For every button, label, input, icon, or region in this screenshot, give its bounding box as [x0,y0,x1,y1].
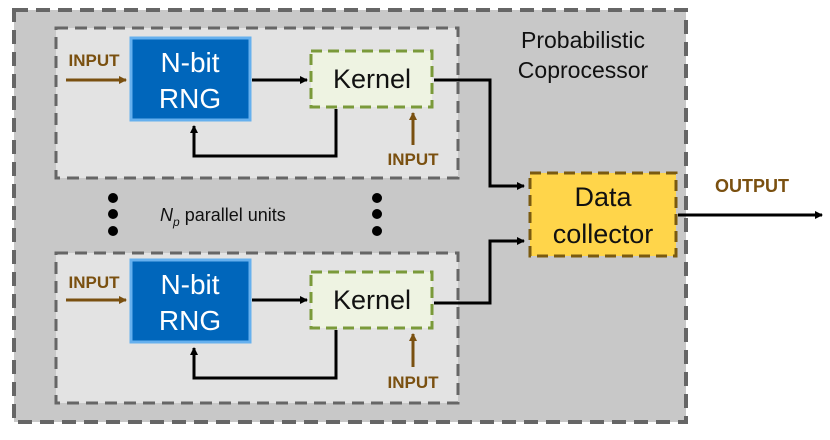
rng-input-label-2: INPUT [69,273,121,292]
rng-label-1-line2: RNG [159,83,221,114]
parallel-subscript: p [172,215,180,229]
vertical-dots-right [372,193,382,236]
kernel-block-1 [309,49,434,109]
output-label: OUTPUT [715,176,789,196]
kernel-feedback-arrow-2 [190,330,338,380]
parallel-text: parallel units [185,205,286,225]
kernel-feedback-arrow-1 [190,109,338,158]
rng-label-2-line2: RNG [159,305,221,336]
kernel-input-label-1: INPUT [388,150,440,169]
rng-block-1 [129,36,252,122]
coprocessor-title-line1: Probabilistic [521,27,645,53]
parallel-symbol: N [160,205,174,225]
kernel-label-2: Kernel [333,285,411,315]
kernel-block-2 [309,270,434,330]
parallel-units-label: Np parallel units [160,205,286,229]
kernel-1-to-collector-arrow [434,78,525,190]
rng-block-2 [129,258,252,344]
rng-input-label-1: INPUT [69,51,121,70]
kernel-2-to-collector-arrow [434,237,525,305]
kernel-label-1: Kernel [333,64,411,94]
rng-label-2-line1: N-bit [160,269,219,300]
coprocessor-title-line2: Coprocessor [518,57,649,83]
vertical-dots-left [108,193,118,236]
rng-label-1-line1: N-bit [160,47,219,78]
data-collector-line1: Data [574,182,632,212]
data-collector-block [528,171,678,258]
data-collector-line2: collector [553,219,654,249]
kernel-input-label-2: INPUT [388,373,440,392]
